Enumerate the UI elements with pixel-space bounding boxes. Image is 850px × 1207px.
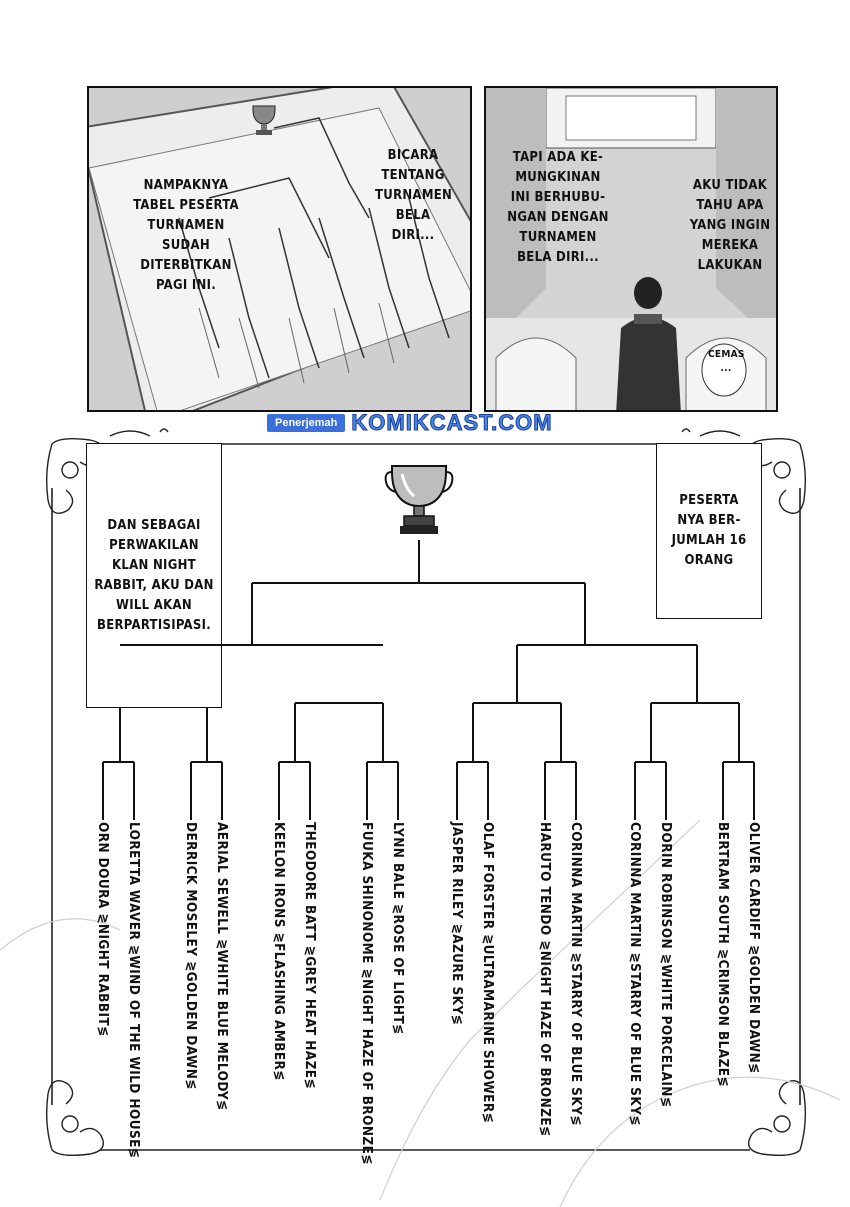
corner-ornament-br bbox=[748, 1080, 807, 1157]
participant-11: HARUTO TENDO ≷NIGHT HAZE OF BRONZE≶ bbox=[537, 822, 553, 1137]
panel-tournament-paper: NAMPAKNYA TABEL PESERTA TURNAMEN SUDAH D… bbox=[87, 86, 472, 412]
speech-bubble: BICARA TENTANG TURNAMEN BELA DIRI... bbox=[375, 148, 453, 243]
info-box-left: DAN SEBAGAI PERWAKILAN KLAN NIGHT RABBIT… bbox=[86, 443, 222, 708]
sword-sketch bbox=[0, 819, 841, 1207]
participant-3: DERRICK MOSELEY ≷GOLDEN DAWN≶ bbox=[183, 822, 199, 1090]
participant-9: JASPER RILEY ≷AZURE SKY≶ bbox=[449, 822, 465, 1026]
character-figure bbox=[616, 277, 681, 410]
participant-5: KEELON IRONS ≷FLASHING AMBER≶ bbox=[271, 822, 287, 1081]
credit-site: KOMIKCAST.COM bbox=[351, 410, 553, 436]
participant-10: OLAF FORSTER ≷ULTRAMARINE SHOWER≶ bbox=[480, 822, 496, 1124]
panel-hallway: TAPI ADA KE-MUNGKINAN INI BERHUBU-NGAN D… bbox=[484, 86, 778, 412]
participant-13: CORINNA MARTIN ≷STARRY OF BLUE SKY≶ bbox=[627, 822, 643, 1126]
info-box-right: PESERTA NYA BER-JUMLAH 16 ORANG bbox=[656, 443, 762, 619]
participant-16: OLIVER CARDIFF ≷GOLDEN DAWN≶ bbox=[746, 822, 762, 1074]
narration-caption: NAMPAKNYA TABEL PESERTA TURNAMEN SUDAH D… bbox=[133, 178, 239, 293]
participant-4: AERIAL SEWELL ≷WHITE BLUE MELODY≶ bbox=[214, 822, 230, 1111]
paper-illustration bbox=[89, 88, 470, 410]
trophy-icon bbox=[252, 105, 276, 135]
hallway-illustration bbox=[486, 88, 776, 410]
info-box-left-text: DAN SEBAGAI PERWAKILAN KLAN NIGHT RABBIT… bbox=[94, 517, 214, 633]
narration-caption-right: TAPI ADA KE-MUNGKINAN INI BERHUBU-NGAN D… bbox=[507, 150, 609, 265]
trophy-icon bbox=[384, 465, 454, 534]
participant-12: CORINNA MARTIN ≷STARRY OF BLUE SKY≶ bbox=[568, 822, 584, 1126]
participant-6: THEODORE BATT ≷GREY HEAT HAZE≶ bbox=[302, 822, 318, 1090]
participant-14: DORIN ROBINSON ≷WHITE PORCELAIN≶ bbox=[658, 822, 674, 1108]
credit-label: Penerjemah bbox=[267, 414, 346, 432]
participant-1: ORN DOURA ≷NIGHT RABBIT≶ bbox=[95, 822, 111, 1037]
sfx-text: CEMAS ... bbox=[708, 349, 745, 374]
info-box-right-text: PESERTA NYA BER-JUMLAH 16 ORANG bbox=[671, 493, 747, 568]
credit-banner: Penerjemah KOMIKCAST.COM bbox=[267, 410, 553, 436]
participant-15: BERTRAM SOUTH ≷CRIMSON BLAZE≶ bbox=[715, 822, 731, 1088]
participant-7: FUUKA SHINONOME ≷NIGHT HAZE OF BRONZE≶ bbox=[359, 822, 375, 1165]
corner-ornament-bl bbox=[45, 1080, 104, 1157]
participant-8: LYNN BALE ≷ROSE OF LIGHT≶ bbox=[390, 822, 406, 1035]
participant-2: LORETTA WAVER ≷WIND OF THE WILD HOUSE≶ bbox=[126, 822, 142, 1159]
speech-bubble-right: AKU TIDAK TAHU APA YANG INGIN MEREKA LAK… bbox=[689, 178, 771, 273]
